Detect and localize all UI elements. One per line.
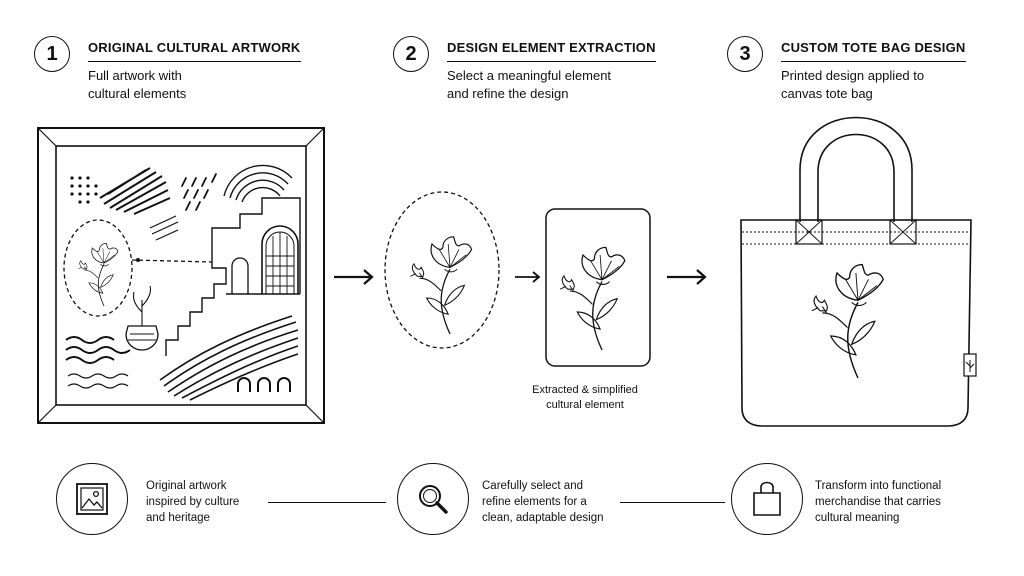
bottom-2-line-3: clean, adaptable design xyxy=(482,512,604,524)
extracted-element-ellipse xyxy=(384,191,500,349)
bottom-2-line-2: refine elements for a xyxy=(482,496,587,508)
bottom-text-2: Carefully select and refine elements for… xyxy=(482,478,632,526)
bottom-3-line-3: cultural meaning xyxy=(815,512,900,524)
framed-artwork xyxy=(37,127,325,424)
step-number-1: 1 xyxy=(34,36,70,72)
step-3-title: CUSTOM TOTE BAG DESIGN xyxy=(781,40,966,62)
image-icon xyxy=(76,483,108,515)
caption-line-2: cultural element xyxy=(546,399,624,411)
tote-bag-illustration xyxy=(740,116,977,427)
bottom-text-1: Original artwork inspired by culture and… xyxy=(146,478,296,526)
bottom-text-3: Transform into functional merchandise th… xyxy=(815,478,985,526)
step-2-description: Select a meaningful element and refine t… xyxy=(447,67,647,103)
magnifier-icon xyxy=(419,485,448,514)
tote-bag-icon-circle xyxy=(731,463,803,535)
connector-line xyxy=(620,502,725,503)
bottom-3-line-1: Transform into functional xyxy=(815,480,942,492)
bottom-2-line-1: Carefully select and xyxy=(482,480,583,492)
step-number-3: 3 xyxy=(727,36,763,72)
extraction-caption: Extracted & simplified cultural element xyxy=(520,383,650,413)
arrow-right-icon xyxy=(667,269,707,285)
connector-line xyxy=(268,502,386,503)
bottom-1-line-3: and heritage xyxy=(146,512,210,524)
step-1-description: Full artwork with cultural elements xyxy=(88,67,288,103)
step-3-description: Printed design applied to canvas tote ba… xyxy=(781,67,981,103)
step-1-desc-line-2: cultural elements xyxy=(88,86,187,101)
tote-bag-icon xyxy=(753,481,781,516)
bottom-1-line-2: inspired by culture xyxy=(146,496,240,508)
arrow-right-icon xyxy=(334,269,374,285)
step-number-2: 2 xyxy=(393,36,429,72)
magnifier-icon-circle xyxy=(397,463,469,535)
step-2-desc-line-2: and refine the design xyxy=(447,86,569,101)
process-illustration xyxy=(37,116,977,427)
caption-line-1: Extracted & simplified xyxy=(532,384,638,396)
simplified-element-card xyxy=(545,208,651,367)
step-3-desc-line-1: Printed design applied to xyxy=(781,68,925,83)
arrow-right-icon xyxy=(515,271,541,283)
step-1-title: ORIGINAL CULTURAL ARTWORK xyxy=(88,40,301,62)
bottom-1-line-1: Original artwork xyxy=(146,480,227,492)
bottom-3-line-2: merchandise that carries xyxy=(815,496,941,508)
step-2-title: DESIGN ELEMENT EXTRACTION xyxy=(447,40,656,62)
step-2-desc-line-1: Select a meaningful element xyxy=(447,68,612,83)
step-3-desc-line-2: canvas tote bag xyxy=(781,86,873,101)
step-1-desc-line-1: Full artwork with xyxy=(88,68,182,83)
image-icon-circle xyxy=(56,463,128,535)
